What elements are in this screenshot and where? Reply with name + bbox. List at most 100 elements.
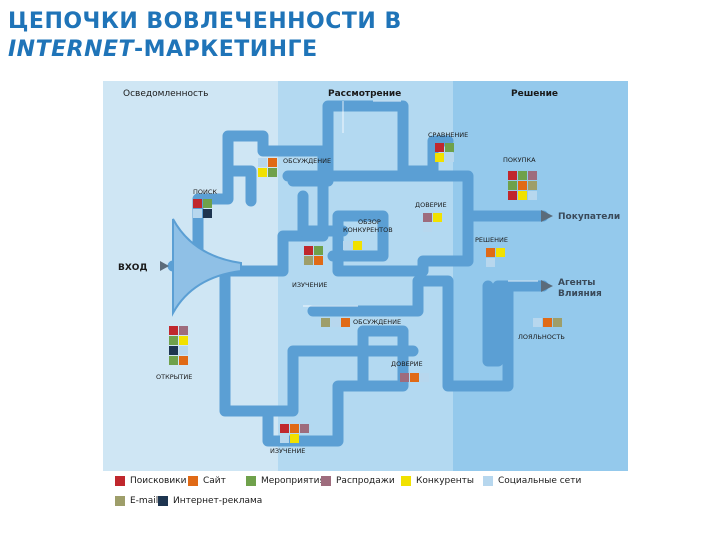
legend-item-6: E-mail	[115, 496, 158, 506]
node-9-label: ЛОЯЛЬНОСТЬ	[518, 333, 565, 341]
node-5-square-1	[433, 213, 442, 222]
node-0-square-1	[203, 199, 212, 208]
node-11-square-1	[410, 373, 419, 382]
title-rest: -МАРКЕТИНГЕ	[134, 37, 318, 62]
node-3-label: ПОКУПКА	[503, 156, 536, 164]
node-8-square-0	[321, 318, 330, 327]
node-2: СРАВНЕНИЕ	[428, 131, 468, 162]
output-arrow-influencers	[541, 280, 553, 292]
node-2-square-3	[445, 153, 454, 162]
title-internet: INTERNET	[8, 37, 135, 62]
node-3-square-4	[518, 181, 527, 190]
pipe-network	[167, 100, 549, 447]
node-5-label: ДОВЕРИЕ	[415, 201, 447, 209]
legend-item-0: Поисковики	[115, 476, 186, 486]
pipe-highlights	[303, 100, 538, 307]
legend-item-3: Распродажи	[321, 476, 395, 486]
node-5: ДОВЕРИЕ	[415, 201, 447, 232]
node-4-square-1	[353, 241, 362, 250]
node-3-square-6	[508, 191, 517, 200]
node-11-label: ДОВЕРИЕ	[391, 360, 423, 368]
node-12: ИЗУЧЕНИЕ	[270, 424, 309, 455]
legend-swatch-1	[188, 476, 198, 486]
node-9-square-2	[553, 318, 562, 327]
node-6: РЕШЕНИЕ	[475, 236, 508, 267]
page-title: ЦЕПОЧКИ ВОВЛЕЧЕННОСТИ В INTERNET-МАРКЕТИ…	[8, 8, 402, 64]
node-6-square-2	[486, 258, 495, 267]
node-8-label: ОБСУЖДЕНИЕ	[353, 318, 401, 326]
pipe-1	[167, 130, 419, 417]
node-12-square-0	[280, 424, 289, 433]
legend-label-4: Конкуренты	[416, 476, 475, 486]
node-3-square-8	[528, 191, 537, 200]
node-3-square-0	[508, 171, 517, 180]
node-2-square-2	[435, 153, 444, 162]
node-10-square-1	[179, 326, 188, 335]
node-12-square-2	[300, 424, 309, 433]
legend-item-5: Социальные сети	[483, 476, 581, 486]
node-2-square-0	[435, 143, 444, 152]
node-11: ДОВЕРИЕ	[391, 360, 429, 382]
node-1-square-3	[268, 168, 277, 177]
node-3-square-2	[528, 171, 537, 180]
engagement-diagram: Осведомленность Рассмотрение Решение ВХО…	[103, 81, 628, 471]
node-11-square-2	[420, 373, 429, 382]
node-10-square-5	[179, 346, 188, 355]
output-label-influencers-line2: Влияния	[558, 289, 602, 299]
node-8-square-1	[331, 318, 340, 327]
legend-label-7: Интернет-реклама	[173, 496, 263, 506]
node-10-square-6	[169, 356, 178, 365]
pipe-5	[307, 275, 549, 392]
node-8-square-2	[341, 318, 350, 327]
node-10-square-7	[179, 356, 188, 365]
title-line-2: INTERNET-МАРКЕТИНГЕ	[8, 36, 402, 64]
node-3-square-7	[518, 191, 527, 200]
node-7-square-0	[304, 246, 313, 255]
legend-label-3: Распродажи	[336, 476, 395, 486]
stage-label-consideration: Рассмотрение	[328, 89, 401, 99]
entry-arrow	[160, 261, 169, 271]
legend-swatch-0	[115, 476, 125, 486]
node-3: ПОКУПКА	[503, 156, 537, 200]
pipe-3	[282, 170, 549, 222]
legend-item-1: Сайт	[188, 476, 226, 486]
node-1-square-1	[268, 158, 277, 167]
node-1: ОБСУЖДЕНИЕ	[258, 157, 331, 177]
legend-label-1: Сайт	[203, 476, 226, 486]
node-12-square-3	[280, 434, 289, 443]
pipe-2	[287, 100, 454, 187]
node-9: ЛОЯЛЬНОСТЬ	[518, 318, 565, 341]
node-8: ОБСУЖДЕНИЕ	[321, 318, 401, 327]
pipe-8	[222, 165, 257, 207]
title-line-1: ЦЕПОЧКИ ВОВЛЕЧЕННОСТИ В	[8, 9, 402, 34]
node-10: ОТКРЫТИЕ	[156, 326, 192, 381]
node-12-label: ИЗУЧЕНИЕ	[270, 447, 305, 455]
node-1-label: ОБСУЖДЕНИЕ	[283, 157, 331, 165]
node-6-label: РЕШЕНИЕ	[475, 236, 508, 244]
legend-item-7: Интернет-реклама	[158, 496, 262, 506]
entry-funnel	[172, 218, 242, 317]
node-10-square-2	[169, 336, 178, 345]
node-12-square-1	[290, 424, 299, 433]
stage-label-awareness: Осведомленность	[123, 89, 208, 99]
legend-item-2: Мероприятия	[246, 476, 325, 486]
pipe-9	[297, 190, 349, 237]
output-label-influencers-text: Агенты	[558, 278, 595, 288]
node-6-square-1	[496, 248, 505, 257]
node-0-square-3	[203, 209, 212, 218]
node-10-square-3	[179, 336, 188, 345]
legend-swatch-4	[401, 476, 411, 486]
node-9-square-1	[543, 318, 552, 327]
node-5-square-2	[423, 223, 432, 232]
node-6-square-0	[486, 248, 495, 257]
legend-swatch-6	[115, 496, 125, 506]
node-10-label: ОТКРЫТИЕ	[156, 373, 192, 381]
node-11-square-0	[400, 373, 409, 382]
output-label-buyers: Покупатели	[558, 212, 620, 222]
node-9-square-0	[533, 318, 542, 327]
legend-swatch-2	[246, 476, 256, 486]
node-7-square-1	[314, 246, 323, 255]
